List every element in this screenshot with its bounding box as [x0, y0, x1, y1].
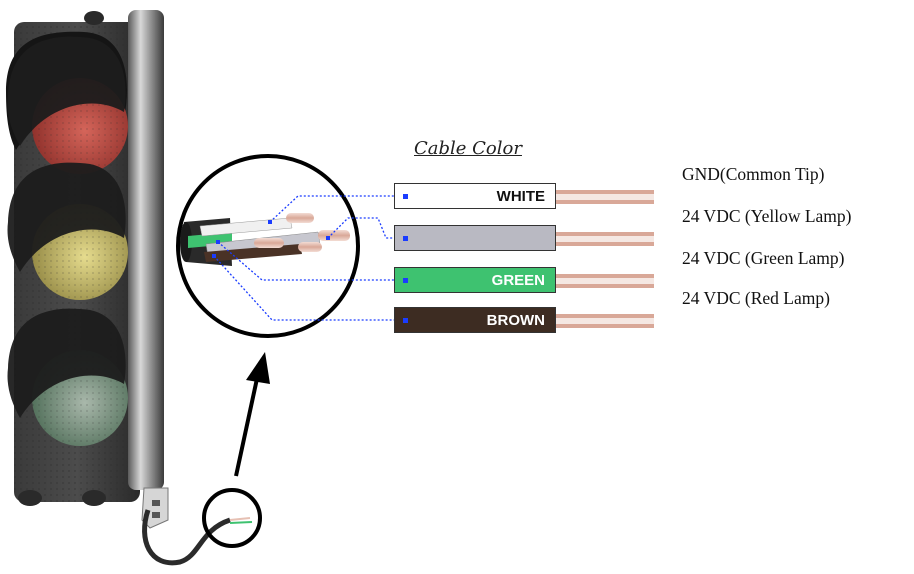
connector-pin-icon	[403, 318, 408, 323]
mounting-pole	[128, 10, 164, 490]
connector-pin-icon	[403, 236, 408, 241]
green-lamp	[7, 308, 128, 446]
wire-function-text: 24 VDC (Red Lamp)	[682, 288, 830, 308]
wire-label-text: GREEN	[491, 271, 545, 289]
traffic-light	[6, 10, 253, 566]
wire-function-text: GND(Common Tip)	[682, 164, 825, 184]
wire-label-white: WHITE	[394, 183, 556, 209]
wire-label-gray	[394, 225, 556, 251]
magnified-cable-view	[176, 154, 360, 338]
leader-lines	[213, 195, 404, 321]
zoom-arrow-icon	[234, 352, 270, 477]
mounting-bracket	[141, 487, 169, 529]
connector-pin-icon	[403, 278, 408, 283]
yellow-lamp	[7, 162, 128, 300]
wire-label-text: WHITE	[496, 187, 545, 205]
cable-end-highlight-circle	[202, 488, 262, 548]
wire-ends	[556, 190, 654, 328]
wire-label-brown: BROWN	[394, 307, 556, 333]
connector-pin-icon	[403, 194, 408, 199]
wire-function-text: 24 VDC (Yellow Lamp)	[682, 206, 852, 226]
cable-color-title: Cable Color	[414, 138, 522, 159]
red-lamp	[6, 31, 128, 174]
wire-function-text: 24 VDC (Green Lamp)	[682, 248, 845, 268]
wire-label-text: BROWN	[486, 311, 545, 329]
wire-label-green: GREEN	[394, 267, 556, 293]
